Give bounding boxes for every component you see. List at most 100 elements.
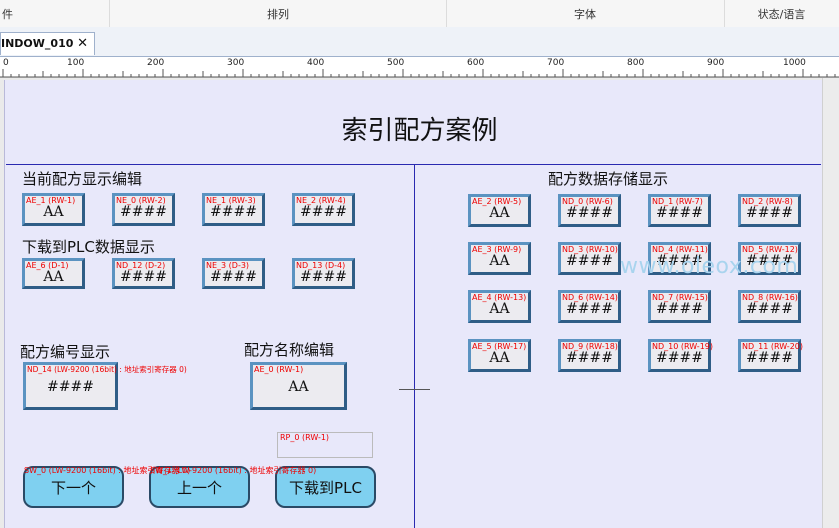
- storage-field[interactable]: AE_3 (RW-9)AA: [468, 242, 531, 275]
- tab-window-010[interactable]: INDOW_010 ✕: [0, 32, 95, 55]
- ascii-input-ae1[interactable]: AE_1 (RW-1) AA: [22, 193, 85, 226]
- storage-field[interactable]: ND_10 (RW-19)####: [648, 339, 713, 372]
- close-icon[interactable]: ✕: [77, 36, 88, 51]
- storage-field[interactable]: AE_4 (RW-13)AA: [468, 290, 531, 323]
- field-value: ####: [746, 301, 793, 317]
- field-label: AE_5 (RW-17): [472, 342, 527, 351]
- page-title[interactable]: 索引配方案例: [341, 116, 498, 146]
- field-label: NE_2 (RW-4): [296, 196, 346, 205]
- field-value: AA: [43, 269, 64, 285]
- field-label: ND_12 (D-2): [116, 261, 166, 270]
- storage-field[interactable]: ND_11 (RW-20)####: [738, 339, 803, 372]
- field-value: ####: [656, 350, 703, 366]
- tab-label: INDOW_010: [1, 37, 74, 50]
- field-value: ####: [120, 204, 167, 220]
- recipe-name-input[interactable]: AE_0 (RW-1) AA: [250, 362, 347, 410]
- ruler-label: 300: [227, 58, 245, 68]
- field-value: ####: [656, 301, 703, 317]
- numeric-input-ne0[interactable]: NE_0 (RW-2) ####: [112, 193, 175, 226]
- menu-section-arrange[interactable]: 排列: [110, 0, 447, 27]
- storage-field[interactable]: ND_0 (RW-6)####: [558, 194, 621, 227]
- field-value: AA: [489, 301, 510, 317]
- ruler-label: 700: [547, 58, 565, 68]
- ruler-ticks: [0, 69, 839, 77]
- field-value: ####: [566, 301, 613, 317]
- recipe-transfer-object[interactable]: RP_0 (RW-1): [277, 432, 373, 458]
- menu-section-font[interactable]: 字体: [446, 0, 725, 27]
- field-label: ND_7 (RW-15): [652, 293, 708, 302]
- field-value: ####: [300, 269, 347, 285]
- storage-field[interactable]: ND_2 (RW-8)####: [738, 194, 801, 227]
- ruler-label: 0: [3, 58, 9, 68]
- ruler-label: 100: [67, 58, 85, 68]
- field-value: ####: [746, 205, 793, 221]
- section-title-storage[interactable]: 配方数据存储显示: [548, 170, 669, 188]
- field-value: ####: [746, 350, 793, 366]
- storage-field[interactable]: ND_8 (RW-16)####: [738, 290, 801, 323]
- field-value: AA: [489, 253, 510, 269]
- ascii-display-ae6[interactable]: AE_6 (D-1) AA: [22, 258, 85, 289]
- watermark: www.oleox.com: [620, 254, 799, 279]
- storage-field[interactable]: ND_7 (RW-15)####: [648, 290, 711, 323]
- field-label: ND_9 (RW-18): [562, 342, 618, 351]
- next-button[interactable]: 下一个: [23, 466, 124, 508]
- storage-field[interactable]: AE_2 (RW-5)AA: [468, 194, 531, 227]
- field-value: ####: [746, 253, 793, 269]
- field-label: ND_0 (RW-6): [562, 197, 613, 206]
- field-label: ND_14 (LW-9200 (16bit) : 地址索引寄存器 0): [27, 365, 187, 374]
- field-value: ####: [566, 205, 613, 221]
- field-label: AE_1 (RW-1): [26, 196, 76, 205]
- storage-field[interactable]: ND_4 (RW-11)####: [648, 242, 711, 275]
- vertical-scrollbar[interactable]: [822, 78, 839, 528]
- storage-field[interactable]: ND_3 (RW-10)####: [558, 242, 621, 275]
- field-label: ND_4 (RW-11): [652, 245, 708, 254]
- section-title-number[interactable]: 配方编号显示: [20, 343, 111, 361]
- previous-button[interactable]: 上一个: [149, 466, 250, 508]
- field-label: ND_2 (RW-8): [742, 197, 793, 206]
- section-title-download[interactable]: 下载到PLC数据显示: [22, 238, 155, 256]
- field-value: ####: [300, 204, 347, 220]
- field-label: ND_1 (RW-7): [652, 197, 703, 206]
- field-value: ####: [656, 253, 703, 269]
- field-label: AE_0 (RW-1): [254, 365, 304, 374]
- vertical-divider: [414, 164, 415, 528]
- numeric-input-ne3[interactable]: NE_3 (D-3) ####: [202, 258, 265, 289]
- numeric-input-ne1[interactable]: NE_1 (RW-3) ####: [202, 193, 265, 226]
- field-label: ND_11 (RW-20): [742, 342, 803, 351]
- ruler-label: 900: [707, 58, 725, 68]
- storage-field[interactable]: AE_5 (RW-17)AA: [468, 339, 531, 372]
- tab-strip: INDOW_010 ✕: [0, 27, 839, 57]
- section-title-name[interactable]: 配方名称编辑: [244, 341, 335, 359]
- field-label: NE_0 (RW-2): [116, 196, 166, 205]
- storage-field[interactable]: ND_5 (RW-12)####: [738, 242, 801, 275]
- field-label: NE_3 (D-3): [206, 261, 250, 270]
- field-value: ####: [120, 269, 167, 285]
- menu-section-status-language[interactable]: 状态/语言: [757, 8, 806, 21]
- horizontal-ruler: 0 100 200 300 400 500 600 700 800 900 10…: [0, 57, 839, 78]
- horizontal-divider: [6, 164, 821, 165]
- field-label: AE_4 (RW-13): [472, 293, 527, 302]
- recipe-number-display[interactable]: ND_14 (LW-9200 (16bit) : 地址索引寄存器 0) ####: [23, 362, 187, 410]
- numeric-display-nd12[interactable]: ND_12 (D-2) ####: [112, 258, 175, 289]
- field-value: ####: [656, 205, 703, 221]
- storage-field[interactable]: ND_1 (RW-7)####: [648, 194, 711, 227]
- menu-section-file[interactable]: 件: [0, 0, 110, 27]
- storage-field[interactable]: ND_6 (RW-14)####: [558, 290, 621, 323]
- field-value: ####: [47, 379, 94, 395]
- field-label: NE_1 (RW-3): [206, 196, 256, 205]
- numeric-display-nd13[interactable]: ND_13 (D-4) ####: [292, 258, 355, 289]
- numeric-input-ne2[interactable]: NE_2 (RW-4) ####: [292, 193, 355, 226]
- section-title-edit[interactable]: 当前配方显示编辑: [22, 170, 143, 188]
- storage-field[interactable]: ND_9 (RW-18)####: [558, 339, 621, 372]
- button-address-label: SW_0 (LW-9200 (16bit) : 地址索引寄存器 0): [24, 466, 191, 475]
- ruler-label: 600: [467, 58, 485, 68]
- field-value: AA: [43, 204, 64, 220]
- download-to-plc-button[interactable]: 下载到PLC: [275, 466, 376, 508]
- ruler-label: 800: [627, 58, 645, 68]
- field-value: ####: [210, 204, 257, 220]
- menu-bar: 件 排列 字体 状态/语言: [0, 0, 839, 28]
- field-value: ####: [566, 253, 613, 269]
- field-value: ####: [210, 269, 257, 285]
- field-label: AE_2 (RW-5): [472, 197, 522, 206]
- field-label: ND_10 (RW-19): [652, 342, 713, 351]
